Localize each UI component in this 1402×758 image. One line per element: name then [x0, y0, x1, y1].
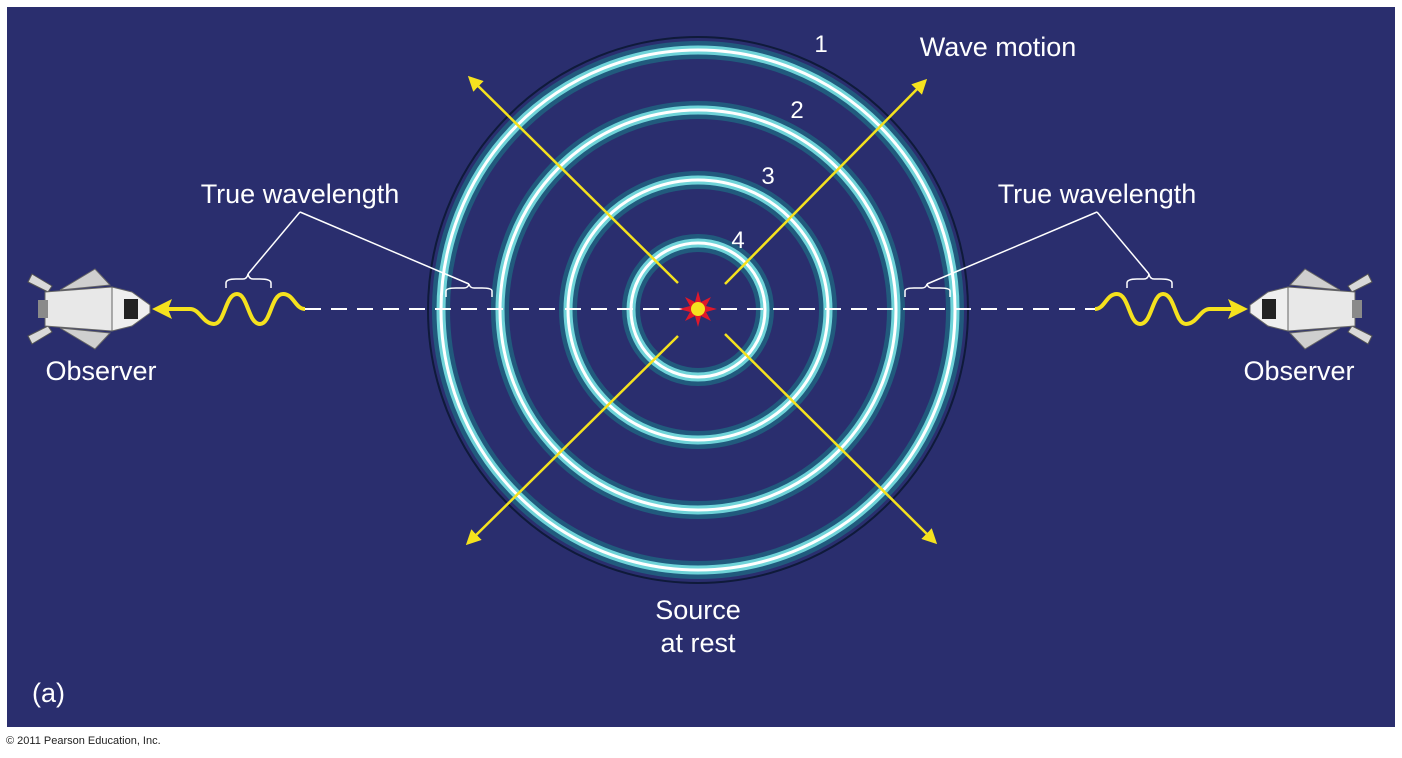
source-label-line1: Source — [655, 595, 741, 625]
arrow-lower-left — [465, 335, 679, 546]
ring-number-2: 2 — [790, 97, 803, 124]
ring-number-1: 1 — [814, 31, 827, 58]
diagram-background — [7, 7, 1395, 727]
spaceship-observer-right-icon — [1249, 268, 1373, 350]
wave-left — [165, 291, 306, 327]
wave-motion-label: Wave motion — [920, 32, 1077, 62]
wave-right-arrowhead — [1228, 299, 1248, 319]
observer-label-right: Observer — [1243, 356, 1354, 386]
observer-label-left: Observer — [45, 356, 156, 386]
copyright-notice: © 2011 Pearson Education, Inc. — [6, 735, 161, 747]
spaceship-observer-left-icon — [27, 268, 151, 350]
arrow-lower-right — [724, 333, 938, 545]
ring-number-4: 4 — [731, 227, 744, 254]
source-icon — [679, 291, 717, 327]
true-wavelength-label-right: True wavelength — [998, 179, 1197, 209]
true-wavelength-label-left: True wavelength — [201, 179, 400, 209]
panel-label: (a) — [32, 678, 65, 708]
ring-number-3: 3 — [761, 163, 774, 190]
wave-right — [1094, 291, 1232, 327]
observed-waves — [165, 291, 1232, 327]
wave-motion-arrows — [465, 75, 938, 546]
label-leader-lines — [247, 211, 1150, 285]
wave-left-arrowhead — [152, 299, 172, 319]
arrow-upper-left — [467, 75, 679, 284]
arrow-upper-right — [724, 78, 928, 285]
source-label-line2: at rest — [660, 628, 736, 658]
